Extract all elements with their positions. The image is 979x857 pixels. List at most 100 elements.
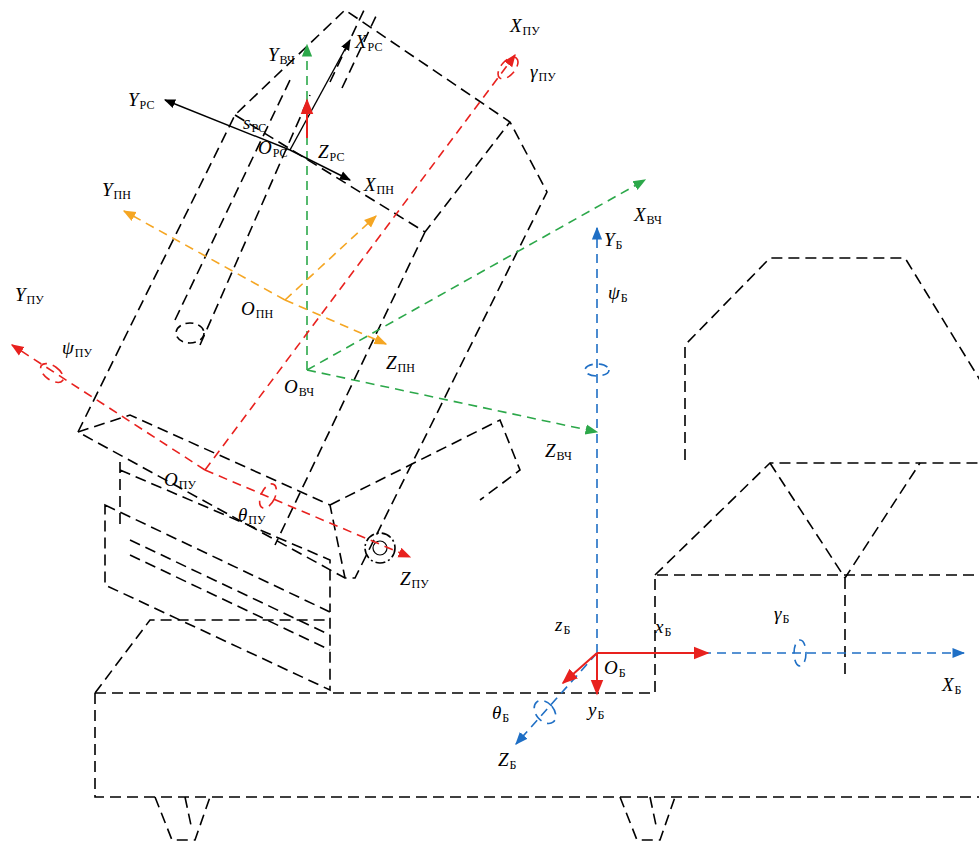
axis-subscript: РС [273, 147, 288, 159]
rotation-arc [494, 54, 521, 83]
axis-subscript: ВЧ [280, 54, 295, 66]
axis-subscript: ПУ [27, 294, 44, 306]
axis-label: θ [238, 505, 247, 524]
axis-label: Z [386, 353, 397, 372]
axis-label: z [555, 615, 562, 634]
axis-label: X [510, 16, 522, 35]
axis-label: Y [15, 285, 26, 304]
axis-subscript: ВЧ [557, 450, 572, 462]
axis-subscript: РС [140, 99, 155, 111]
axis-subscript: ПН [114, 189, 131, 201]
vch-axes [307, 45, 645, 432]
axis-label: γ [530, 62, 538, 81]
axis-subscript: ПН [256, 308, 273, 320]
rotating-body-ledge [330, 420, 520, 505]
foot [620, 797, 675, 840]
cradle-rail [130, 540, 330, 650]
axis-label: O [241, 299, 255, 318]
axis-subscript: ПУ [412, 578, 429, 590]
base-slab [95, 693, 979, 797]
axis-label: O [284, 377, 298, 396]
unit-vector [563, 653, 597, 683]
unit-vector [597, 652, 708, 654]
barrel [175, 80, 310, 345]
axis-label: x [655, 617, 663, 636]
rotation-arc [37, 360, 66, 386]
axis-label: X [942, 675, 954, 694]
rs-axes [165, 40, 350, 180]
axis-line [306, 45, 308, 370]
axis-label: Y [604, 230, 615, 249]
axis-subscript: Б [563, 624, 570, 636]
barrel-end [176, 323, 204, 343]
axis-subscript: ВЧ [647, 214, 662, 226]
axis-subscript: ПН [377, 184, 394, 196]
displacement-vector [306, 100, 308, 138]
axis-label: Y [128, 90, 139, 109]
axis-line [516, 653, 597, 744]
cradle [105, 505, 330, 690]
axis-subscript: Б [616, 239, 623, 251]
machine-outline [78, 8, 979, 840]
axis-line [285, 300, 386, 344]
pu-axes [12, 54, 522, 557]
right-block-top [685, 258, 979, 460]
base-axes [516, 228, 964, 744]
axis-label: O [604, 658, 618, 677]
axis-subscript: Б [597, 709, 604, 721]
axis-label: Z [545, 441, 556, 460]
axis-label: ψ [608, 283, 620, 302]
axis-label: Y [268, 45, 279, 64]
rotation-arc [256, 481, 280, 510]
axis-subscript: РС [368, 41, 383, 53]
foot [155, 797, 210, 840]
base-top [95, 575, 979, 693]
axis-subscript: Б [502, 712, 509, 724]
axis-label: O [258, 138, 272, 157]
axis-subscript: Б [955, 684, 962, 696]
axis-subscript: ВЧ [299, 386, 314, 398]
axis-label: γ [774, 604, 782, 623]
rotating-body [78, 10, 547, 578]
axis-subscript: ПУ [75, 347, 92, 359]
unit-vector [596, 653, 598, 694]
axis-subscript: ПУ [248, 514, 265, 526]
axis-label: Y [102, 180, 113, 199]
axis-line [307, 370, 597, 432]
axis-line [12, 345, 205, 470]
axis-line [290, 40, 350, 150]
axis-label: Z [318, 142, 329, 161]
axis-line [205, 470, 410, 557]
cradle-side [120, 462, 330, 612]
axis-subscript: РС [330, 151, 345, 163]
axis-subscript: ПН [398, 362, 415, 374]
axis-label: Z [498, 750, 509, 769]
rotation-arc [530, 696, 561, 727]
axis-line [124, 211, 285, 300]
axis-subscript: Б [621, 292, 628, 304]
pn-axes [124, 211, 386, 344]
rotating-body-bottom [78, 415, 345, 578]
rotation-arc [794, 640, 806, 666]
right-block [655, 463, 979, 575]
axis-label: X [634, 205, 646, 224]
axis-label: X [355, 32, 367, 51]
axis-line [307, 180, 645, 370]
axis-label: O [164, 470, 178, 489]
axis-subscript: Б [664, 626, 671, 638]
axis-subscript: ПУ [523, 25, 540, 37]
axis-line [596, 228, 598, 653]
rotation-arc [585, 364, 609, 376]
axis-subscript: Б [510, 759, 517, 771]
base-unit-vectors [563, 653, 708, 694]
axis-subscript: Б [619, 667, 626, 679]
axis-label: y [588, 700, 596, 719]
axis-subscript: ПУ [179, 479, 196, 491]
base-step [95, 620, 330, 693]
axis-label: X [364, 175, 376, 194]
axis-label: ψ [62, 338, 74, 357]
axis-line [597, 652, 964, 654]
axis-label: s [243, 113, 250, 132]
